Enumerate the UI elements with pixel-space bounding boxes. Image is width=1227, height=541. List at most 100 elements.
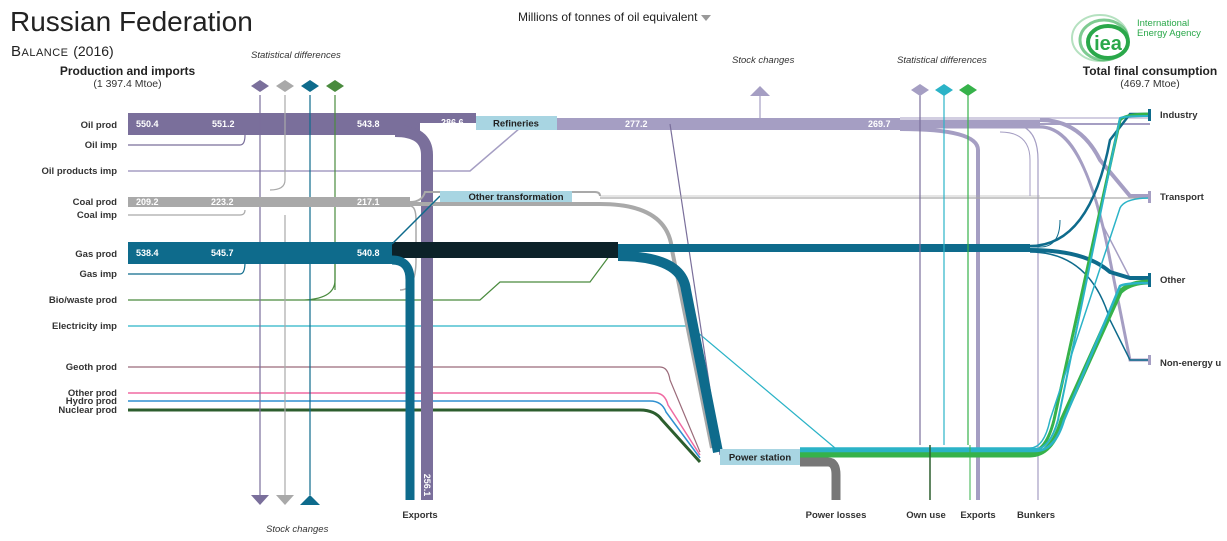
diamond-gas-icon	[301, 80, 319, 92]
diamond-electricity-icon	[959, 84, 977, 96]
flow-gas-to-other	[1029, 248, 1150, 280]
value-gas-total: 545.7	[211, 248, 234, 258]
flow-gas-imp	[128, 261, 246, 275]
value-refinery-output: 277.2	[625, 119, 648, 129]
other-transformation-label: Other transformation	[468, 192, 563, 203]
diamond-oil-icon	[251, 80, 269, 92]
input-label-gas-prod: Gas prod	[75, 249, 117, 260]
flow-oil-exports	[394, 125, 433, 500]
input-label-geoth-prod: Geoth prod	[66, 362, 117, 373]
value-gas-after-stat: 540.8	[357, 248, 380, 258]
subtitle-balance: Balance	[11, 43, 69, 60]
arrow-down-coal-icon	[276, 495, 294, 505]
input-label-oil-imp: Oil imp	[85, 140, 117, 151]
flow-oil-products-exports	[899, 127, 980, 500]
chevron-down-icon	[701, 14, 712, 21]
unit-selector[interactable]: Millions of tonnes of oil equivalent	[518, 10, 712, 24]
value-coal-after-stat: 217.1	[357, 197, 380, 207]
flow-hydro-prod	[128, 400, 701, 459]
refineries-label: Refineries	[493, 119, 539, 130]
input-label-other-prod: Other prod	[68, 388, 117, 399]
iea-name-line2: Energy Agency	[1137, 28, 1201, 39]
sink-label-own-use: Own use	[906, 510, 946, 521]
page-subtitle: Balance (2016)	[11, 43, 114, 60]
other-transformation-box[interactable]	[440, 191, 572, 202]
input-label-nuclear-prod: Nuclear prod	[58, 405, 117, 416]
value-oil-exports: 256.1	[422, 474, 432, 497]
stat-diff-right-markers	[911, 84, 977, 96]
output-label-transport: Transport	[1160, 192, 1205, 203]
input-label-hydro-prod: Hydro prod	[66, 396, 117, 407]
flow-oil-to-bunkers	[1009, 123, 1039, 500]
arrow-up-gas-icon	[300, 495, 320, 505]
diamond-oil-products-icon	[911, 84, 929, 96]
flow-nuclear-prod	[128, 408, 702, 464]
flow-oil-products-imp	[128, 127, 521, 172]
flow-geoth-prod	[128, 366, 701, 453]
value-refinery-after-stat: 269.7	[868, 119, 891, 129]
stat-diff-left-markers	[251, 80, 344, 92]
flow-stat-diff-coal-up	[269, 95, 286, 191]
flow-own-use-oil	[999, 131, 1031, 196]
sink-label-exports-left: Exports	[402, 510, 437, 521]
sink-label-power-losses: Power losses	[806, 510, 867, 521]
right-header: Total final consumption	[1082, 64, 1218, 78]
flow-heat-to-transport	[800, 197, 1151, 449]
iea-logo: iea	[1071, 14, 1130, 62]
flow-other-prod	[128, 392, 701, 456]
output-bar-other	[1148, 273, 1151, 287]
value-coal-total: 223.2	[211, 197, 234, 207]
unit-selector-label: Millions of tonnes of oil equivalent	[518, 10, 698, 24]
stock-changes-up-arrow-icon	[750, 86, 770, 96]
stock-changes-bottom-arrows	[251, 495, 320, 505]
flow-power-to-industry	[800, 112, 1151, 454]
value-coal-prod: 209.2	[136, 197, 159, 207]
stat-diff-left-label: Statistical differences	[251, 50, 341, 61]
sink-label-exports-right: Exports	[960, 510, 995, 521]
value-oil-to-refineries: 286.6	[441, 118, 464, 128]
stock-changes-top-label: Stock changes	[732, 55, 795, 66]
input-label-oil-prod: Oil prod	[81, 120, 118, 131]
output-bar-industry	[1148, 109, 1151, 121]
input-label-bio-waste: Bio/waste prod	[49, 295, 117, 306]
flow-electricity-imp	[128, 325, 836, 449]
subtitle-year: (2016)	[73, 43, 114, 59]
left-total: (1 397.4 Mtoe)	[93, 78, 162, 90]
refineries-box[interactable]	[476, 116, 557, 130]
sink-label-bunkers: Bunkers	[1017, 510, 1055, 521]
flow-coal-imp	[128, 209, 246, 216]
flow-heat-to-industry	[800, 115, 1151, 450]
left-header: Production and imports	[59, 64, 196, 78]
flow-oil-to-transport	[1039, 118, 1150, 198]
diamond-bio-icon	[326, 80, 344, 92]
iea-logo-text: iea	[1094, 33, 1123, 55]
value-oil-total: 551.2	[212, 119, 235, 129]
value-oil-prod: 550.4	[136, 119, 159, 129]
output-label-nonenergy: Non-energy u	[1160, 358, 1221, 369]
power-station-box[interactable]	[720, 449, 800, 465]
value-oil-after-stat: 543.8	[357, 119, 380, 129]
flow-heat-to-other	[800, 281, 1151, 453]
diamond-heat-icon	[935, 84, 953, 96]
stat-diff-right-label: Statistical differences	[897, 55, 987, 66]
iea-name-line1: International	[1137, 18, 1190, 29]
diamond-coal-icon	[276, 80, 294, 92]
arrow-down-oil-icon	[251, 495, 269, 505]
input-label-gas-imp: Gas imp	[80, 269, 118, 280]
flow-gas-exports	[391, 255, 415, 500]
flow-gas-to-bunkers	[1030, 219, 1061, 248]
input-label-electricity-imp: Electricity imp	[52, 321, 117, 332]
flow-power-to-other	[800, 279, 1151, 458]
flow-oil-imp	[128, 128, 246, 146]
output-label-industry: Industry	[1160, 110, 1198, 121]
output-label-other: Other	[1160, 275, 1186, 286]
value-gas-prod: 538.4	[136, 248, 159, 258]
power-station-label: Power station	[729, 453, 791, 464]
flow-gas-to-industry	[1029, 112, 1150, 248]
flow-gas-to-power	[617, 251, 723, 453]
input-label-coal-imp: Coal imp	[77, 210, 117, 221]
flow-power-losses	[800, 457, 841, 500]
stock-changes-bottom-label: Stock changes	[266, 524, 329, 535]
